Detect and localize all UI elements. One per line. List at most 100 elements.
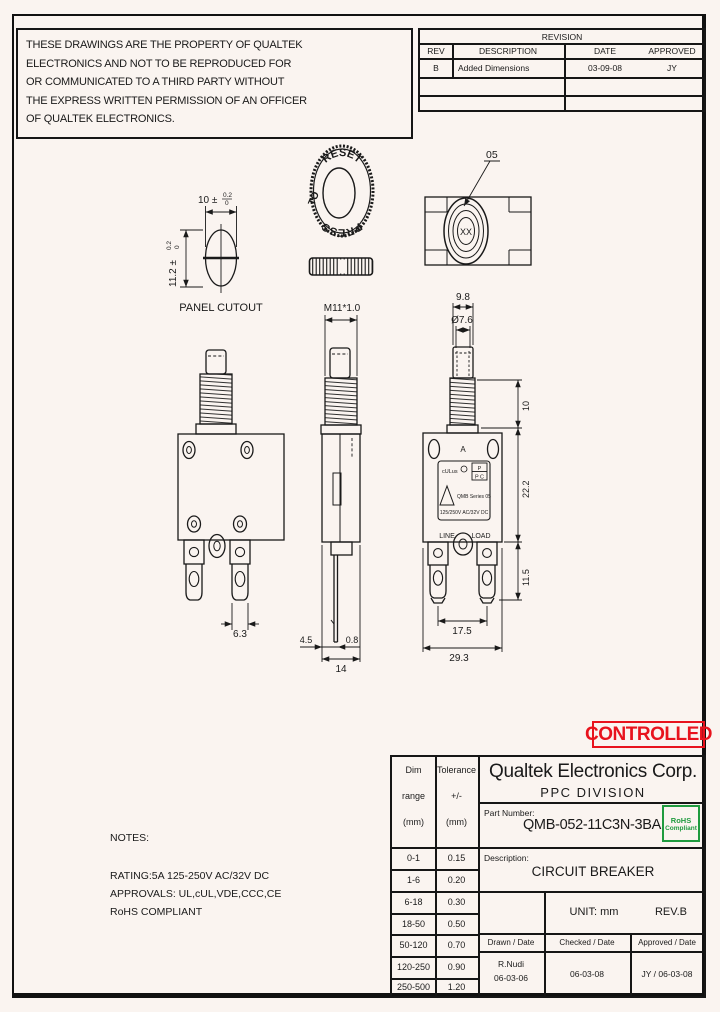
- line-terminal-label: LINE: [439, 533, 455, 540]
- part-number: QMB-052-11C3N-3BA: [522, 817, 662, 833]
- dim-terminal-thickness: 0.8: [346, 635, 359, 645]
- cutout-height-tol-upper: 0.2: [166, 241, 173, 250]
- callout-05: 05: [486, 149, 498, 161]
- dim-body-height: 22.2: [521, 480, 531, 498]
- tol-range: 1-6: [406, 875, 420, 885]
- tol-value: 0.30: [447, 897, 466, 907]
- approved-label: Approved / Date: [638, 937, 696, 947]
- cutout-width-tol-lower: 0: [225, 200, 229, 207]
- dim-terminal-pitch: 17.5: [452, 626, 472, 637]
- cert-pc-mark: P C: [475, 475, 484, 481]
- disclaimer-box: THESE DRAWINGS ARE THE PROPERTY OF QUALT…: [16, 28, 413, 139]
- disclaimer-line: THE EXPRESS WRITTEN PERMISSION OF AN OFF…: [26, 94, 307, 107]
- revision-col-approved: APPROVED: [648, 45, 696, 56]
- tol-col2-header: Tolerance: [436, 765, 477, 775]
- drawn-label: Drawn / Date: [487, 937, 535, 947]
- knob-text-to: TO: [307, 190, 322, 207]
- svg-text:PRESS: PRESS: [320, 220, 364, 238]
- dim-terminal-length: 11.5: [521, 569, 531, 586]
- part-number-label: Part Number:: [484, 808, 535, 818]
- notes-line: APPROVALS: UL,cUL,VDE,CCC,CE: [110, 888, 282, 900]
- breaker-face-view: 9.8 Ø7.6 A cULus P P C Q: [422, 292, 531, 664]
- revision-row-approved: JY: [667, 62, 677, 73]
- rohs-badge-line1: RoHS: [670, 815, 692, 825]
- cutout-width-tol-upper: 0.2: [223, 192, 232, 199]
- load-terminal-label: LOAD: [471, 533, 490, 540]
- tol-range: 0-1: [406, 853, 420, 863]
- tol-value: 0.20: [447, 875, 466, 885]
- dim-body-depth: 14: [335, 664, 347, 675]
- revision-row-date: 03-09-08: [587, 62, 623, 73]
- drawn-name: R.Nudi: [498, 959, 524, 969]
- notes-block: NOTES: RATING:5A 125-250V AC/32V DC APPR…: [110, 829, 281, 921]
- cert-circle-mark: [460, 465, 468, 473]
- revision-row-description: Added Dimensions: [458, 63, 530, 73]
- amp-marking-xx: XX: [460, 227, 472, 237]
- disclaimer-line: OR COMMUNICATED TO A THIRD PARTY WITHOUT: [26, 76, 285, 88]
- drawn-date: 06-03-06: [493, 973, 529, 983]
- revision-col-date: DATE: [593, 45, 617, 56]
- tol-col1-header: Dim: [405, 765, 422, 775]
- sheet-border: [12, 14, 706, 998]
- tol-value: 0.50: [447, 918, 466, 929]
- dim-terminal-offset: 4.5: [300, 635, 313, 645]
- company-name: Qualtek Electronics Corp.: [489, 760, 697, 782]
- amp-marking-a: A: [460, 445, 466, 454]
- cert-p-mark: P: [478, 466, 482, 472]
- tol-col1-header: (mm): [403, 817, 424, 827]
- checked-label: Checked / Date: [559, 937, 615, 947]
- rohs-compliant-badge: RoHS Compliant: [662, 805, 700, 842]
- dim-button-width: 9.8: [456, 292, 470, 303]
- tol-value: 0.15: [447, 853, 466, 863]
- cutout-height-tol-lower: 0: [174, 245, 181, 249]
- breaker-top-view: XX 05: [424, 149, 532, 266]
- tol-col2-header: (mm): [446, 817, 467, 827]
- rohs-badge-line2: Compliant: [665, 824, 697, 832]
- tol-value: 1.20: [447, 982, 466, 992]
- reset-knob-drawing: RESET PRESS TO: [307, 144, 375, 276]
- description-label: Description:: [484, 853, 529, 863]
- product-label: [437, 460, 491, 521]
- disclaimer-line: ELECTRONICS AND NOT TO BE REPRODUCED FOR: [26, 57, 292, 70]
- tol-range: 18-50: [401, 918, 426, 929]
- controlled-stamp: CONTROLLED: [585, 721, 712, 748]
- notes-line: RoHS COMPLIANT: [110, 906, 203, 918]
- unit-value: UNIT: mm: [569, 906, 619, 918]
- revision-col-rev: REV: [427, 45, 445, 56]
- dim-body-width: 29.3: [449, 653, 469, 664]
- disclaimer-line: OF QUALTEK ELECTRONICS.: [26, 113, 175, 125]
- revision-table: REVISION REV DESCRIPTION DATE APPROVED B…: [418, 28, 706, 112]
- tol-range: 120-250: [396, 962, 431, 972]
- breaker-front-view: 6.3: [177, 349, 285, 640]
- revision-col-description: DESCRIPTION: [478, 45, 538, 56]
- description-value: CIRCUIT BREAKER: [531, 863, 655, 879]
- tol-value: 0.90: [447, 962, 466, 972]
- title-block: Dim range (mm) Tolerance +/- (mm) 0-1 0.…: [390, 755, 706, 998]
- cert-vde-triangle-mark: [439, 484, 455, 506]
- checked-value: 06-03-08: [569, 968, 605, 979]
- division-name: PPC DIVISION: [540, 785, 646, 800]
- tol-col2-header: +/-: [451, 791, 462, 801]
- cutout-height-dim: 11.2 ±: [168, 260, 179, 287]
- dim-shaft-diameter: Ø7.6: [451, 315, 473, 326]
- revision-row-rev: B: [433, 62, 439, 73]
- label-rating-text: 125/250V AC/32V DC: [440, 510, 489, 516]
- panel-cutout-label: PANEL CUTOUT: [179, 302, 263, 314]
- tol-range: 50-120: [399, 940, 428, 950]
- svg-text:RESET: RESET: [320, 147, 364, 166]
- knob-text-press: PRESS: [320, 220, 364, 238]
- panel-cutout-drawing: 10 ± 0.2 0 11.2 ± 0.2 0 PANEL CUTOUT: [166, 192, 263, 314]
- notes-line: RATING:5A 125-250V AC/32V DC: [110, 870, 270, 882]
- tol-col1-header: range: [401, 791, 426, 801]
- cert-cul-mark: cULus: [442, 469, 458, 475]
- thread-callout: M11*1.0: [324, 303, 361, 314]
- dim-tab-width: 6.3: [233, 629, 247, 640]
- notes-title: NOTES:: [110, 832, 150, 844]
- cutout-width-dim: 10 ±: [198, 195, 218, 206]
- label-series-text: QMB Series 05: [457, 494, 491, 500]
- revision-title: REVISION: [541, 31, 583, 42]
- approved-value: JY / 06-03-08: [641, 968, 693, 979]
- dim-thread-length: 10: [521, 401, 531, 411]
